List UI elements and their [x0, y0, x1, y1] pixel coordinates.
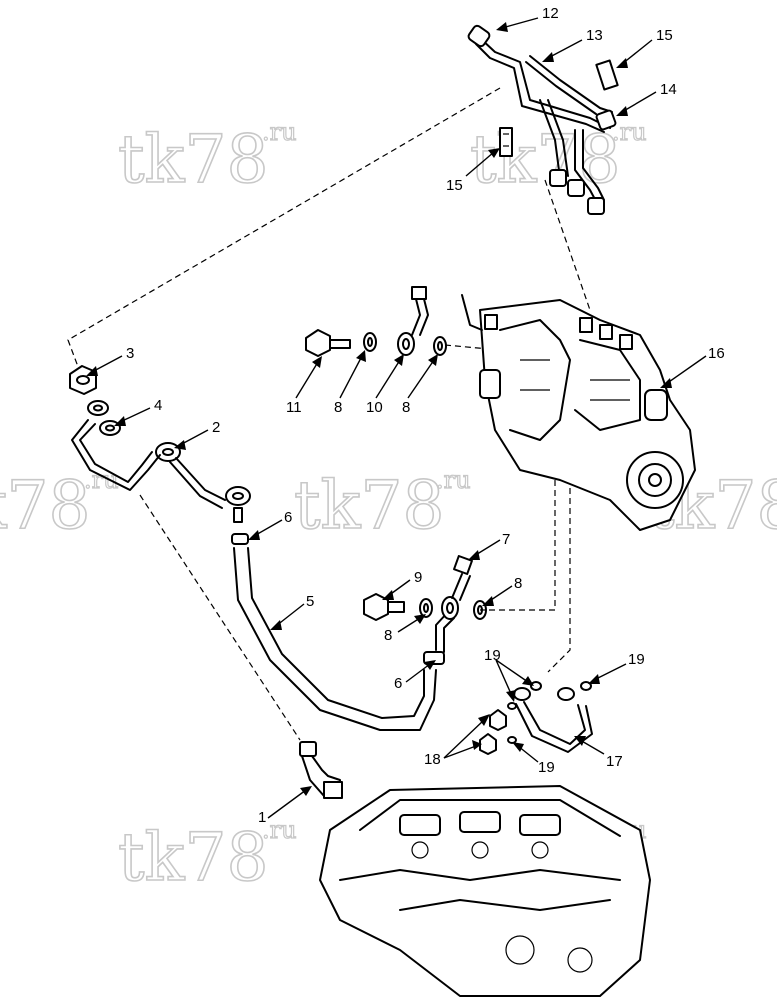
- callout-2: 2: [212, 419, 220, 436]
- watermark-text: tk78: [118, 121, 269, 198]
- return-pipe-group: [479, 681, 593, 755]
- watermark-suffix: .ru: [262, 816, 297, 844]
- callout-13: 13: [586, 27, 603, 44]
- injection-pump: [461, 294, 696, 531]
- callout-labels: 1 2 3 4 5 6 6 7 8 8 8 8 9 10 11 12 13 14…: [126, 5, 725, 826]
- callout-8: 8: [402, 399, 410, 416]
- fuel-hose-group: [231, 533, 455, 731]
- callout-19: 19: [484, 647, 501, 664]
- callout-14: 14: [660, 81, 677, 98]
- callout-19: 19: [628, 651, 645, 668]
- callout-8: 8: [334, 399, 342, 416]
- callout-6: 6: [284, 509, 292, 526]
- cylinder-head: [319, 785, 651, 997]
- callout-17: 17: [606, 753, 623, 770]
- assembly-dashed-lines: [67, 87, 591, 741]
- callout-10: 10: [366, 399, 383, 416]
- watermark: tk78 .ru: [117, 117, 297, 198]
- callout-7: 7: [502, 531, 510, 548]
- callout-3: 3: [126, 345, 134, 362]
- callout-15: 15: [446, 177, 463, 194]
- callout-12: 12: [542, 5, 559, 22]
- watermark: tk78 .ru: [117, 815, 297, 896]
- callout-8: 8: [384, 627, 392, 644]
- callout-11: 11: [286, 399, 302, 416]
- leak-off-pipe-group: [69, 365, 251, 523]
- injector-nozzle: [299, 741, 343, 799]
- callout-6: 6: [394, 675, 402, 692]
- watermark-suffix: .ru: [436, 466, 471, 494]
- pump-banjo-fitting-group: [305, 286, 447, 357]
- callout-8: 8: [514, 575, 522, 592]
- watermark: tk78 .ru: [293, 465, 471, 544]
- callout-18: 18: [424, 751, 441, 768]
- watermark: tk78 .ru: [0, 465, 119, 544]
- callout-leaders: [86, 17, 707, 819]
- callout-1: 1: [258, 809, 266, 826]
- callout-5: 5: [306, 593, 314, 610]
- callout-4: 4: [154, 397, 162, 414]
- callout-9: 9: [414, 569, 422, 586]
- watermark-suffix: .ru: [262, 118, 297, 146]
- watermark-suffix: .ru: [612, 118, 647, 146]
- watermark-text: tk78: [118, 819, 269, 896]
- injection-pipes-assembly: [467, 24, 619, 215]
- watermark-text: tk78: [294, 467, 445, 544]
- callout-16: 16: [708, 345, 725, 362]
- callout-15: 15: [656, 27, 673, 44]
- callout-19: 19: [538, 759, 555, 776]
- watermark-text: tk78: [0, 467, 91, 544]
- lower-banjo-group: [363, 555, 487, 621]
